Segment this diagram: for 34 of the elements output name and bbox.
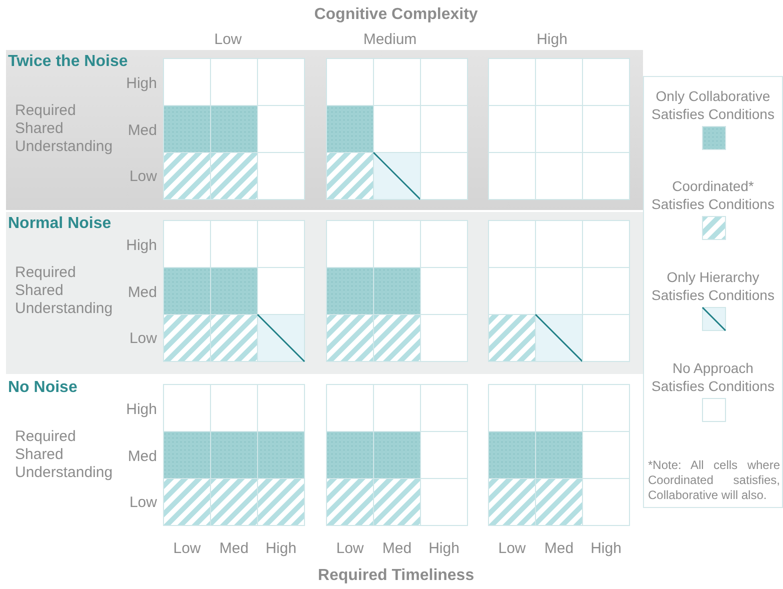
column-label: Low (173, 540, 201, 558)
column-label: High (266, 540, 296, 558)
axis-title: Required Shared Understanding (15, 102, 113, 156)
axis-title: Required Shared Understanding (15, 428, 113, 482)
row-label: Med (128, 284, 157, 302)
column-header: Low (214, 31, 242, 49)
row-label: Med (128, 122, 157, 140)
row-label: Med (128, 448, 157, 466)
legend-label: Only Hierarchy Satisfies Conditions (650, 268, 776, 304)
legend-label: Coordinated* Satisfies Conditions (650, 177, 776, 213)
row-label: Low (129, 168, 157, 186)
column-header: High (536, 31, 568, 49)
axis-title: Cognitive Complexity (314, 6, 478, 24)
band-title: No Noise (8, 379, 78, 397)
column-label: High (590, 540, 622, 558)
row-label: Low (129, 330, 157, 348)
footnote: *Note: All cells where Coordinated satisfies, Collaborative will also. (648, 458, 780, 503)
legend-label: No Approach Satisfies Conditions (650, 359, 776, 395)
column-label: Med (544, 540, 574, 558)
row-label: High (126, 401, 157, 419)
column-label: Med (382, 540, 412, 558)
axis-title: Required Timeliness (318, 567, 474, 585)
column-label: Low (498, 540, 526, 558)
row-label: Low (129, 494, 157, 512)
row-label: High (126, 75, 157, 93)
legend-label: Only Collaborative Satisfies Conditions (650, 87, 776, 123)
column-header: Medium (363, 31, 417, 49)
axis-title: Required Shared Understanding (15, 264, 113, 318)
band-title: Normal Noise (8, 215, 112, 233)
column-label: High (428, 540, 460, 558)
column-label: Low (336, 540, 364, 558)
column-label: Med (219, 540, 249, 558)
row-label: High (126, 237, 157, 255)
band-title: Twice the Noise (8, 53, 128, 71)
